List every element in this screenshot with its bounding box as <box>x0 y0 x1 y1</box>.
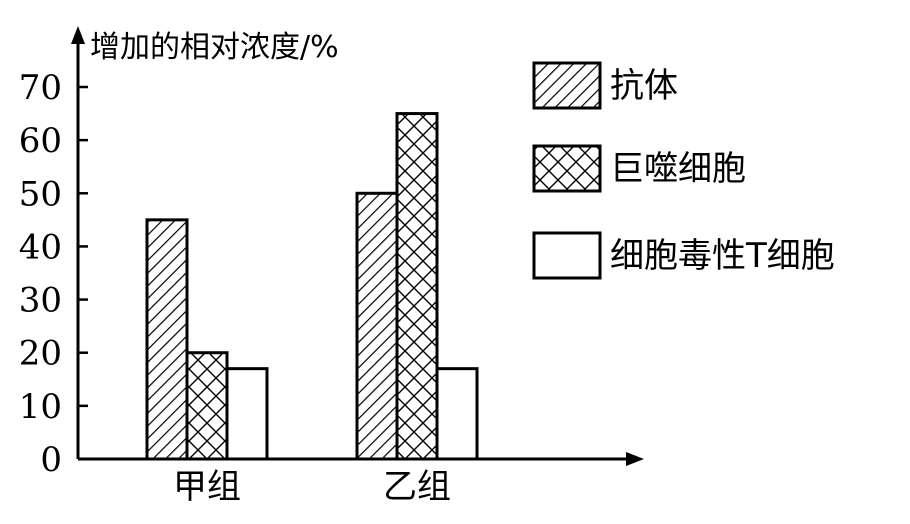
legend-label: 巨噬细胞 <box>610 149 746 189</box>
x-axis-arrow <box>626 452 644 466</box>
legend-label: 细胞毒性T细胞 <box>610 236 835 276</box>
bar-1-2 <box>355 191 399 461</box>
y-tick-label: 50 <box>19 174 62 214</box>
bar-1-1 <box>145 218 189 461</box>
legend-swatch <box>532 61 602 110</box>
y-axis-label: 增加的相对浓度/% <box>90 30 339 65</box>
y-tick-label: 10 <box>19 387 62 427</box>
bar-3-1 <box>225 367 269 461</box>
legend-swatch <box>532 231 602 280</box>
bar-3-2 <box>435 367 479 461</box>
y-axis-arrow <box>71 26 85 44</box>
y-tick-label: 60 <box>19 121 62 161</box>
y-tick-label: 30 <box>19 281 62 321</box>
y-tick-label: 0 <box>40 440 62 480</box>
y-tick-label: 20 <box>19 334 62 374</box>
y-tick-label: 70 <box>19 68 62 108</box>
legend-label: 抗体 <box>610 66 678 106</box>
legend-swatch <box>532 144 602 193</box>
category-label: 甲组 <box>173 467 241 507</box>
category-label: 乙组 <box>383 467 451 507</box>
bar-2-2 <box>395 112 439 461</box>
bar-2-1 <box>185 351 229 461</box>
y-tick-label: 40 <box>19 227 62 267</box>
